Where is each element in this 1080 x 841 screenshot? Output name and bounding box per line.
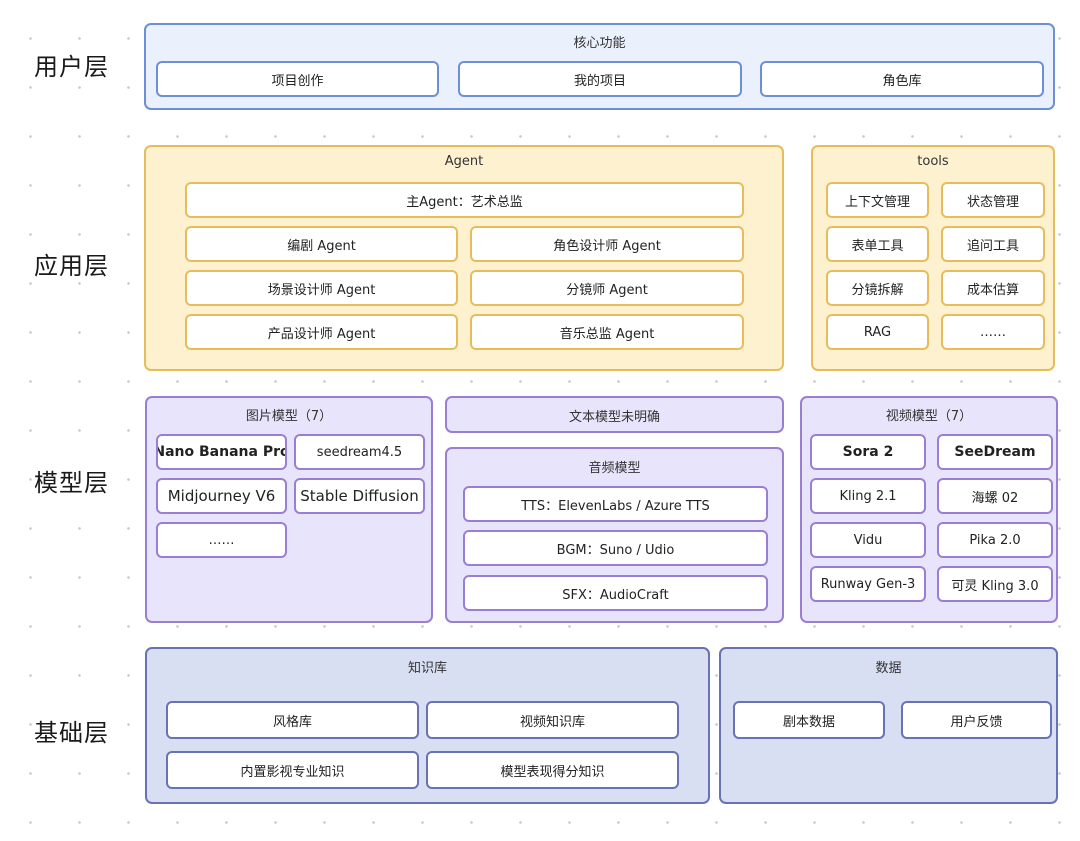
- image-models-title: 图片模型（7）: [245, 409, 333, 424]
- tool-box: 上下文管理: [826, 182, 929, 218]
- agent-box: 音乐总监 Agent: [470, 314, 744, 350]
- data-panel: 数据 剧本数据 用户反馈: [719, 647, 1058, 804]
- data-box: 用户反馈: [901, 701, 1052, 739]
- model-box: Sora 2: [810, 434, 926, 470]
- data-box: 剧本数据: [733, 701, 885, 739]
- core-features-panel: 核心功能 项目创作 我的项目 角色库: [144, 23, 1055, 110]
- audio-model-box: SFX：AudioCraft: [463, 575, 768, 611]
- model-box: 可灵 Kling 3.0: [937, 566, 1053, 602]
- agent-box: 编剧 Agent: [185, 226, 458, 262]
- model-box: Vidu: [810, 522, 926, 558]
- data-panel-title: 数据: [875, 661, 902, 676]
- model-box: Runway Gen-3: [810, 566, 926, 602]
- tool-box: 状态管理: [941, 182, 1045, 218]
- image-models-panel: 图片模型（7） Nano Banana Pro seedream4.5 Midj…: [145, 396, 433, 623]
- tool-box: 追问工具: [941, 226, 1045, 262]
- agent-panel-title: Agent: [444, 154, 484, 169]
- audio-model-box: TTS：ElevenLabs / Azure TTS: [463, 486, 768, 522]
- model-box: Stable Diffusion: [294, 478, 425, 514]
- model-box: Midjourney V6: [156, 478, 287, 514]
- video-models-title: 视频模型（7）: [885, 409, 973, 424]
- knowledge-box: 风格库: [166, 701, 419, 739]
- tool-box: 表单工具: [826, 226, 929, 262]
- model-box: seedream4.5: [294, 434, 425, 470]
- main-agent-box: 主Agent：艺术总监: [185, 182, 744, 218]
- agent-box: 角色设计师 Agent: [470, 226, 744, 262]
- model-box: ……: [156, 522, 287, 558]
- core-features-title: 核心功能: [573, 36, 626, 51]
- tool-box: RAG: [826, 314, 929, 350]
- character-library-button[interactable]: 角色库: [760, 61, 1044, 97]
- tools-panel-title: tools: [917, 154, 949, 169]
- model-box: SeeDream: [937, 434, 1053, 470]
- agent-box: 分镜师 Agent: [470, 270, 744, 306]
- audio-models-panel: 音频模型 TTS：ElevenLabs / Azure TTS BGM：Suno…: [445, 447, 784, 623]
- layer-label-base: 基础层: [34, 719, 109, 747]
- audio-models-title: 音频模型: [588, 461, 641, 476]
- layer-label-app: 应用层: [34, 252, 109, 280]
- text-model-panel: 文本模型未明确: [445, 396, 784, 433]
- knowledge-base-title: 知识库: [407, 661, 447, 676]
- agent-panel: Agent 主Agent：艺术总监 编剧 Agent 角色设计师 Agent 场…: [144, 145, 784, 371]
- video-models-panel: 视频模型（7） Sora 2 SeeDream Kling 2.1 海螺 02 …: [800, 396, 1058, 623]
- audio-model-box: BGM：Suno / Udio: [463, 530, 768, 566]
- text-model-title: 文本模型未明确: [568, 410, 660, 425]
- agent-box: 产品设计师 Agent: [185, 314, 458, 350]
- model-box: Kling 2.1: [810, 478, 926, 514]
- project-create-button[interactable]: 项目创作: [156, 61, 439, 97]
- knowledge-base-panel: 知识库 风格库 视频知识库 内置影视专业知识 模型表现得分知识: [145, 647, 710, 804]
- tools-panel: tools 上下文管理 状态管理 表单工具 追问工具 分镜拆解 成本估算 RAG…: [811, 145, 1055, 371]
- model-box: 海螺 02: [937, 478, 1053, 514]
- my-projects-button[interactable]: 我的项目: [458, 61, 742, 97]
- tool-box: ……: [941, 314, 1045, 350]
- knowledge-box: 内置影视专业知识: [166, 751, 419, 789]
- model-box: Pika 2.0: [937, 522, 1053, 558]
- layer-label-model: 模型层: [34, 469, 109, 497]
- layer-label-user: 用户层: [34, 53, 109, 81]
- tool-box: 成本估算: [941, 270, 1045, 306]
- agent-box: 场景设计师 Agent: [185, 270, 458, 306]
- tool-box: 分镜拆解: [826, 270, 929, 306]
- knowledge-box: 模型表现得分知识: [426, 751, 679, 789]
- knowledge-box: 视频知识库: [426, 701, 679, 739]
- model-box: Nano Banana Pro: [156, 434, 287, 470]
